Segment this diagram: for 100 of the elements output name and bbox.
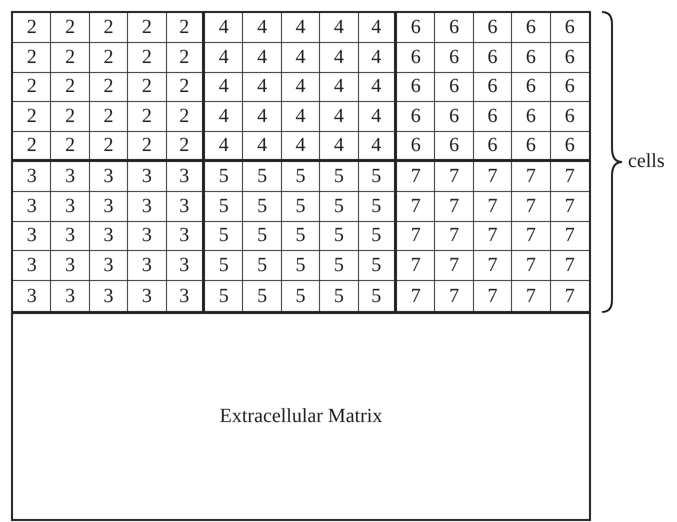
grid-cell: 6	[474, 72, 512, 102]
matrix-region	[11, 311, 591, 521]
grid-cell: 4	[320, 13, 359, 43]
grid-cell: 6	[474, 13, 512, 43]
grid-cell: 5	[358, 222, 397, 252]
grid-cell: 6	[550, 132, 589, 162]
grid-cell: 7	[550, 162, 589, 192]
grid-cell: 6	[435, 102, 474, 132]
grid-cell: 4	[320, 72, 359, 102]
grid-cell: 3	[128, 281, 167, 311]
grid-cell: 7	[512, 251, 551, 282]
grid-cell: 6	[397, 42, 436, 73]
grid-cell: 2	[90, 102, 128, 132]
grid-cell: 7	[397, 251, 436, 282]
grid-cell-text: 7	[564, 284, 576, 309]
grid-cell: 3	[128, 251, 167, 282]
grid-cell: 2	[166, 72, 205, 102]
grid-cell: 5	[282, 251, 320, 282]
grid-cell: 6	[512, 102, 551, 132]
grid-cell: 2	[166, 13, 205, 43]
grid-cell: 7	[550, 192, 589, 222]
grid-cell: 7	[474, 162, 512, 192]
grid-cell: 2	[128, 13, 167, 43]
grid-cell: 6	[512, 13, 551, 43]
grid-cell: 5	[243, 192, 282, 222]
grid-cell: 7	[435, 281, 474, 311]
grid-cell: 5	[243, 162, 282, 192]
grid-cell: 4	[205, 72, 244, 102]
grid-cell: 4	[243, 132, 282, 162]
grid-cell: 4	[358, 132, 397, 162]
grid-cell: 7	[512, 281, 551, 311]
grid-cell: 4	[282, 72, 320, 102]
grid-cell: 3	[166, 192, 205, 222]
grid-cell: 5	[282, 222, 320, 252]
grid-cell: 5	[243, 281, 282, 311]
grid-cell: 6	[397, 72, 436, 102]
grid-cell: 3	[13, 222, 52, 252]
grid-cell: 7	[474, 251, 512, 282]
grid-cell: 2	[128, 132, 167, 162]
grid-cell: 7	[550, 251, 589, 282]
grid-cell: 3	[51, 162, 90, 192]
grid-cell: 5	[358, 281, 397, 311]
grid-cell: 7	[435, 192, 474, 222]
grid-cell: 4	[243, 42, 282, 73]
grid-cell: 2	[90, 132, 128, 162]
grid-cell: 7	[512, 192, 551, 222]
grid-cell: 4	[358, 13, 397, 43]
grid-cell: 4	[282, 13, 320, 43]
grid-cell: 3	[90, 192, 128, 222]
grid-cell: 4	[282, 42, 320, 73]
grid-cell: 2	[13, 132, 52, 162]
grid-cell: 3	[166, 222, 205, 252]
grid-cell: 3	[90, 162, 128, 192]
grid-cell: 7	[435, 251, 474, 282]
grid-cell: 6	[550, 72, 589, 102]
grid-cell: 4	[282, 132, 320, 162]
grid-cell: 7	[474, 192, 512, 222]
grid-cell: 4	[243, 102, 282, 132]
grid-cell: 3	[128, 192, 167, 222]
grid-cell: 4	[320, 132, 359, 162]
grid-cell: 5	[358, 162, 397, 192]
grid-cell: 5	[205, 251, 244, 282]
grid-cell: 6	[435, 13, 474, 43]
grid-cell: 2	[128, 42, 167, 73]
grid-cell: 6	[550, 13, 589, 43]
grid-cell: 3	[166, 162, 205, 192]
grid-cell: 6	[512, 42, 551, 73]
grid-cell: 6	[435, 72, 474, 102]
grid-cell: 7	[435, 162, 474, 192]
grid-cell: 2	[166, 42, 205, 73]
grid-cell: 5	[205, 281, 244, 311]
grid-cell: 7	[397, 222, 436, 252]
grid-cell: 3	[166, 281, 205, 311]
grid-cell: 4	[358, 72, 397, 102]
grid-cell: 4	[320, 42, 359, 73]
grid-cell: 2	[13, 72, 52, 102]
grid-cell: 2	[90, 72, 128, 102]
grid-cell: 2	[13, 42, 52, 73]
grid-cell: 3	[128, 162, 167, 192]
grid-cell: 3	[166, 251, 205, 282]
grid-cell: 7	[397, 281, 436, 311]
grid-cell: 2	[51, 102, 90, 132]
grid-cell: 5	[320, 281, 359, 311]
grid-cell: 6	[474, 42, 512, 73]
grid-cell: 4	[205, 42, 244, 73]
grid-cell: 7	[512, 162, 551, 192]
grid-cell: 2	[51, 72, 90, 102]
grid-cell: 3	[90, 281, 128, 311]
grid-cell: 2	[166, 102, 205, 132]
grid-cell: 5	[320, 222, 359, 252]
grid-cell: 6	[397, 13, 436, 43]
grid-cell: 7	[397, 192, 436, 222]
grid-cell: 2	[51, 132, 90, 162]
region-label: Extracellular Matrix	[220, 405, 382, 428]
grid-cell: 3	[13, 192, 52, 222]
grid-cell: 3	[13, 281, 52, 311]
grid-cell: 2	[128, 72, 167, 102]
grid-cell: 5	[320, 192, 359, 222]
grid-cell: 6	[550, 42, 589, 73]
grid-cell: 2	[13, 102, 52, 132]
